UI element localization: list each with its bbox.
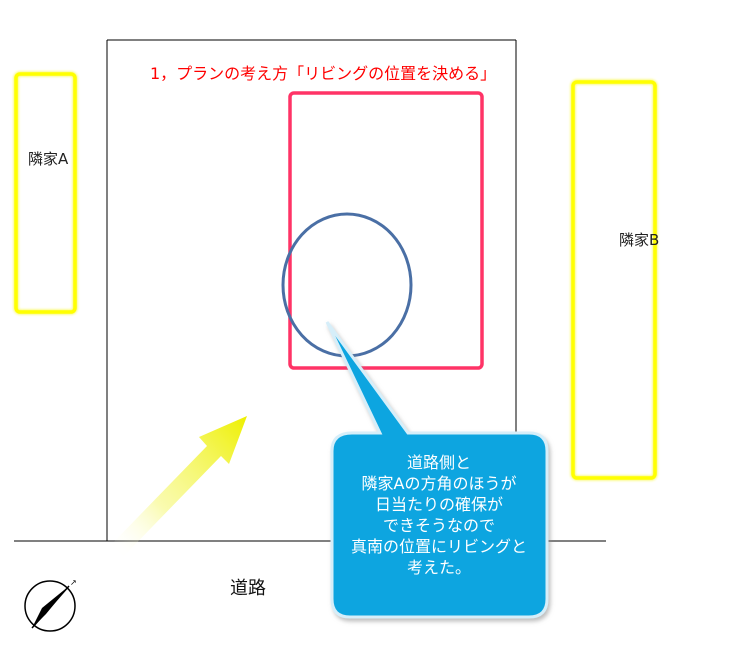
neighbor-b-outline — [570, 79, 658, 481]
callout-line: 道路側と — [406, 453, 471, 472]
callout-bubble — [325, 321, 549, 619]
svg-text:↗: ↗ — [70, 578, 77, 587]
callout-line: 隣家Aの方角のほうが — [361, 474, 517, 493]
road-label: 道路 — [230, 578, 266, 599]
callout-line: できそうなので — [382, 516, 495, 535]
callout-text: 道路側と 隣家Aの方角のほうが 日当たりの確保が できそうなので 真南の位置にリ… — [332, 452, 546, 578]
neighbor-a-outline — [13, 71, 78, 315]
sunlight-arrow-icon — [104, 416, 247, 562]
living-area-outline — [288, 91, 484, 370]
neighbor-b-label: 隣家B — [619, 231, 660, 249]
callout-line: 日当たりの確保が — [374, 495, 503, 514]
north-compass-icon: ↗ — [24, 578, 77, 632]
lot-boundary — [106, 39, 517, 541]
diagram-title: 1，プランの考え方「リビングの位置を決める」 — [150, 64, 497, 83]
callout-line: 考えた。 — [406, 558, 471, 577]
sun-position-circle — [281, 212, 413, 358]
callout-line: 真南の位置にリビングと — [350, 537, 527, 556]
neighbor-a-label: 隣家A — [28, 150, 69, 168]
